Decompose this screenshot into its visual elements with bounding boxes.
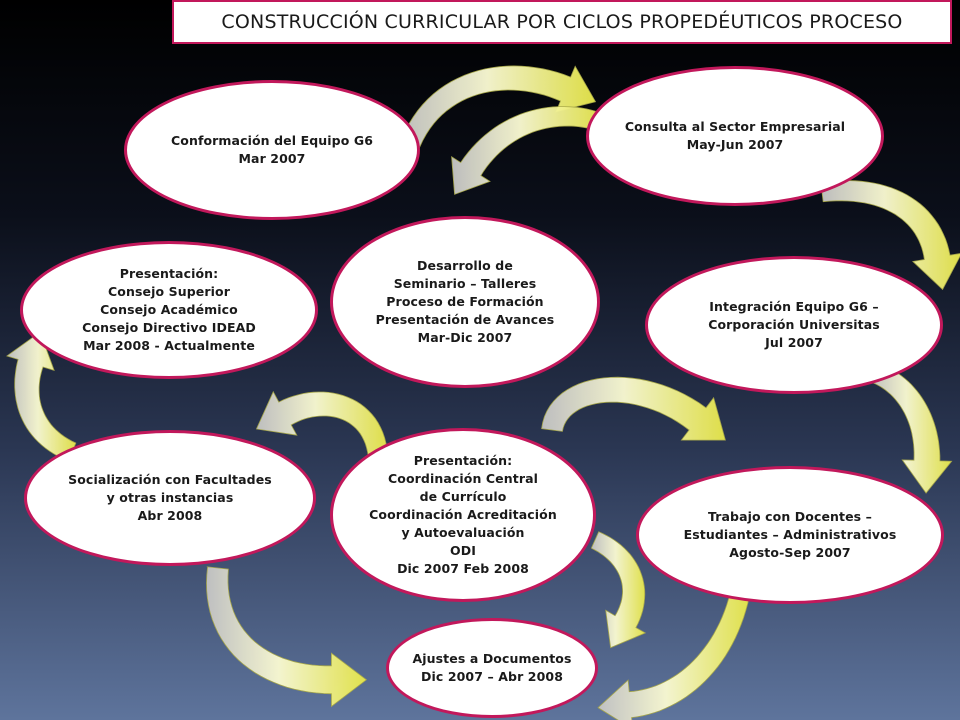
arrow-sector-to-integracion — [820, 180, 960, 291]
node-text-line: y Autoevaluación — [401, 525, 525, 541]
node-trabajo-docentes: Trabajo con Docentes – Estudiantes – Admi… — [636, 466, 944, 604]
node-equipo-g6: Conformación del Equipo G6 Mar 2007 — [124, 80, 420, 220]
node-text-line: de Currículo — [419, 488, 507, 504]
arrow-coordinacion-to-ajustes — [590, 531, 647, 649]
node-text-line: Estudiantes – Administrativos — [683, 526, 897, 542]
arrow-equipo-to-sector — [398, 65, 597, 154]
arrow-integracion-to-trabajo — [868, 362, 953, 494]
node-text-line: Mar 2007 — [238, 151, 306, 166]
page-title: CONSTRUCCIÓN CURRICULAR POR CICLOS PROPE… — [221, 11, 903, 33]
node-text-line: y otras instancias — [106, 489, 234, 505]
node-text-line: Mar-Dic 2007 — [417, 330, 513, 346]
node-text-line: Trabajo con Docentes – — [707, 508, 873, 524]
node-text-line: Conformación del Equipo G6 — [170, 132, 374, 148]
node-text-line: Consulta al Sector Empresarial — [624, 118, 846, 134]
node-text-line: Ajustes a Documentos — [412, 650, 572, 666]
arrow-coordinacion-to-socializacion — [255, 390, 389, 458]
node-text-line: Dic 2007 Feb 2008 — [397, 561, 529, 577]
node-text-line: Consejo Directivo IDEAD — [82, 320, 256, 336]
node-text-line: ODI — [450, 543, 476, 559]
node-socializacion: Socialización con Facultades y otras inst… — [24, 430, 316, 566]
node-text-line: Corporación Universitas — [708, 316, 880, 332]
node-text-line: Desarrollo de — [417, 257, 513, 273]
node-text-line: Presentación: — [413, 452, 513, 468]
node-text-line: Consejo Superior — [108, 283, 230, 299]
node-text-line: Abr 2008 — [137, 508, 203, 524]
node-text-line: Jul 2007 — [765, 335, 823, 351]
arrow-trabajo-to-ajustes — [597, 591, 750, 720]
node-text-line: Proceso de Formación — [386, 293, 544, 309]
node-text-line: Integración Equipo G6 – — [709, 298, 879, 314]
title-box: CONSTRUCCIÓN CURRICULAR POR CICLOS PROPE… — [172, 0, 952, 44]
node-text-line: Coordinación Central — [387, 470, 539, 486]
node-text-line: Presentación: — [119, 265, 219, 281]
node-text-line: Coordinación Acreditación — [369, 506, 557, 522]
node-text-line: May-Jun 2007 — [686, 137, 784, 152]
arrow-coordinacion-to-trabajo — [541, 376, 726, 441]
node-text-line: Mar 2008 - Actualmente — [83, 338, 255, 354]
node-text-line: Dic 2007 – Abr 2008 — [421, 669, 563, 684]
node-text-line: Socialización con Facultades — [68, 471, 272, 487]
node-text-line: Seminario – Talleres — [393, 275, 537, 291]
node-text-line: Agosto-Sep 2007 — [729, 545, 851, 561]
node-presentacion-coordinacion: Presentación: Coordinación Central de Curr… — [330, 428, 596, 602]
arrow-socializacion-to-ajustes — [206, 566, 368, 708]
node-integracion-universitas: Integración Equipo G6 – Corporación Unive… — [645, 256, 943, 394]
arrow-sector-to-desarrollo — [451, 106, 604, 195]
node-text-line: Presentación de Avances — [375, 312, 555, 328]
node-text-line: Consejo Académico — [100, 301, 238, 317]
